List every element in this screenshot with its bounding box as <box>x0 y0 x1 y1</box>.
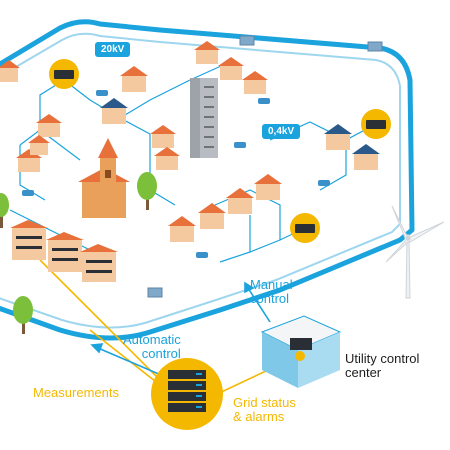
manual-control-line-2: control <box>250 291 290 307</box>
server-node <box>151 358 223 430</box>
tree <box>13 296 33 334</box>
transformer-station <box>367 41 383 52</box>
house <box>226 188 254 214</box>
car <box>318 180 330 186</box>
apartment-block <box>80 244 118 282</box>
utility-control-center-label: Utility control center <box>345 351 420 381</box>
house <box>352 144 380 170</box>
apartment-blocks <box>10 220 118 282</box>
smart-meter-node <box>290 213 320 243</box>
transformer-stations <box>147 35 383 298</box>
grid-status-line-2: & alarms <box>233 409 285 425</box>
house <box>100 98 128 124</box>
smart-meter-node <box>361 109 391 139</box>
control-arrows <box>90 281 271 379</box>
house <box>242 71 268 94</box>
house <box>154 147 180 170</box>
utility-center-line-2: center <box>345 365 382 381</box>
manual-control-arrowhead <box>244 281 255 294</box>
car <box>22 190 34 196</box>
tower-building <box>190 78 218 158</box>
house <box>168 216 196 242</box>
transformer-station <box>239 35 255 46</box>
house <box>198 203 226 229</box>
automatic-control-line-1: Automatic <box>123 332 181 347</box>
measurement-line <box>89 329 161 386</box>
automatic-control-arrowhead <box>90 343 104 354</box>
house <box>324 124 352 150</box>
house <box>254 174 282 200</box>
apartment-block <box>10 220 48 260</box>
grid-status-alarms-label: Grid status & alarms <box>233 395 296 425</box>
house <box>120 66 148 92</box>
cars <box>22 90 330 258</box>
apartment-block <box>46 232 84 272</box>
house <box>194 41 220 64</box>
church <box>78 138 130 218</box>
house <box>16 149 42 172</box>
feeder-line <box>9 209 101 256</box>
grid-ring-inner <box>0 32 401 329</box>
grid-ring-outer <box>0 19 415 341</box>
tree <box>137 172 157 210</box>
house <box>218 57 244 80</box>
wind-turbine <box>385 205 445 299</box>
car <box>258 98 270 104</box>
feeder-line <box>19 79 65 146</box>
car <box>234 142 246 148</box>
measurement-line <box>39 259 161 381</box>
measurements-label: Measurements <box>33 385 119 400</box>
grid-status-line-1: Grid status <box>233 395 296 410</box>
feeder-line <box>319 123 377 191</box>
automatic-control-arrow <box>97 347 169 379</box>
trees <box>0 172 157 334</box>
automatic-control-line-2: control <box>141 346 181 362</box>
utility-control-room <box>260 315 342 388</box>
house <box>36 114 62 137</box>
house <box>28 135 50 155</box>
smart-meter-node <box>49 59 79 89</box>
utility-center-line-1: Utility control <box>345 351 420 366</box>
badge-0-4kv: 0,4kV <box>262 124 301 139</box>
house <box>0 60 20 82</box>
transformer-station <box>147 287 163 298</box>
feeder-line <box>119 61 231 119</box>
smart-meter-nodes <box>49 59 391 243</box>
manual-control-line-1: Manual <box>250 277 293 292</box>
manual-control-label: Manual control <box>250 277 293 307</box>
house <box>150 125 176 148</box>
car <box>196 252 208 258</box>
car <box>96 90 108 96</box>
tree <box>0 193 9 228</box>
automatic-control-label: Automatic control <box>123 332 181 362</box>
badge-20kv: 20kV <box>95 42 131 57</box>
manual-control-arrow <box>247 287 271 323</box>
houses <box>0 41 380 242</box>
